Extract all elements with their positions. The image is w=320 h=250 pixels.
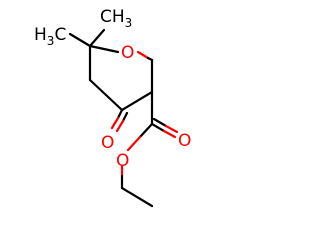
ketone-oxygen-label: O xyxy=(101,133,114,153)
bond-ester-carbonyl-c xyxy=(152,117,168,128)
ester-oxygen-label: O xyxy=(116,151,129,171)
bond-ester-c-o-b xyxy=(126,135,142,152)
ring-oxygen-label: O xyxy=(121,43,134,63)
bond-c4-ketone-o-c xyxy=(121,111,129,123)
bond-c4-ketone-o-a xyxy=(116,108,124,120)
bond-ester-carbonyl-a xyxy=(150,122,166,133)
carbonyl-oxygen-label: O xyxy=(178,131,191,151)
bond-c6-ring-o xyxy=(88,44,120,54)
bond-ch2-ch3 xyxy=(120,186,154,208)
bond-c6-methyl-top xyxy=(88,28,106,48)
bond-c3-c4 xyxy=(120,90,154,112)
structure-diagram: H3C CH3 O O O O xyxy=(34,7,191,208)
bond-ester-c-o-a xyxy=(138,122,154,139)
bond-ester-carbonyl-d xyxy=(164,124,179,134)
bond-ring-o-c2 xyxy=(136,50,150,60)
bond-c4-ketone-o-d xyxy=(115,119,125,133)
bond-ester-carbonyl-b xyxy=(162,129,177,139)
methyl-left-label: H3C xyxy=(34,25,66,48)
methyl-top-label: CH3 xyxy=(100,7,132,30)
bond-c6-methyl-left xyxy=(68,32,92,48)
bond-c4-ketone-o-b xyxy=(110,116,120,130)
bond-c4-c5 xyxy=(88,78,124,112)
